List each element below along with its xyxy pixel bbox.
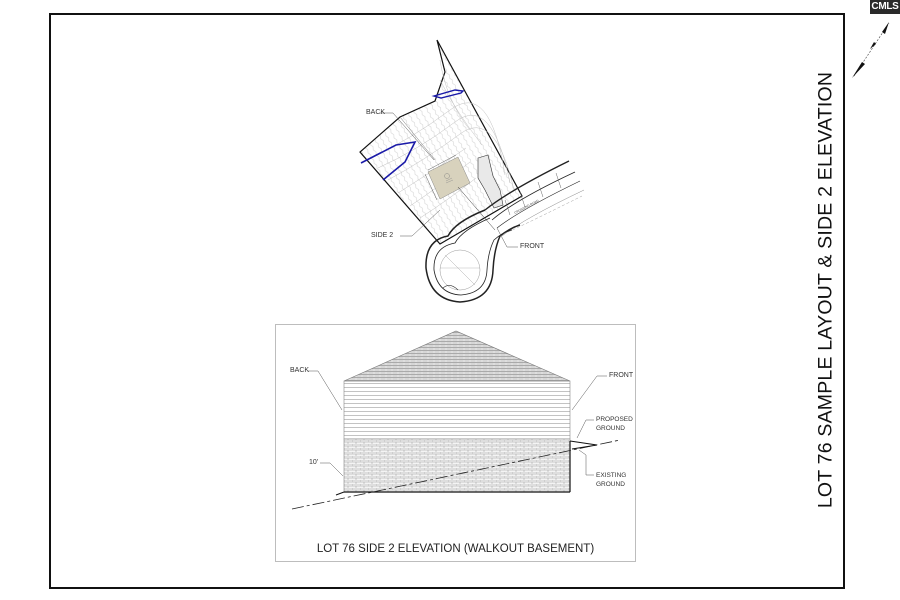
site-label-back: BACK (366, 109, 386, 116)
stream-buffer-line (431, 89, 465, 99)
side-elevation (291, 330, 621, 510)
siding-wall (343, 380, 571, 440)
existing-ground-text-2: GROUND (596, 481, 625, 488)
north-arrow-icon (852, 22, 890, 78)
driveway (477, 154, 504, 209)
cmls-logo: CMLS (870, 0, 900, 14)
svg-text:CROSSING ROAD: CROSSING ROAD (514, 198, 540, 215)
elev-label-existing-ground: EXISTING GROUND (596, 471, 626, 489)
elev-label-height: 10' (309, 459, 319, 466)
site-label-front: FRONT (520, 243, 545, 250)
lot-parcel (359, 39, 523, 245)
proposed-ground-line (569, 440, 598, 450)
existing-ground-line (291, 439, 621, 510)
proposed-ground-text-2: GROUND (596, 425, 625, 432)
elevation-frame (275, 324, 636, 562)
elev-label-back: BACK (290, 367, 310, 374)
elevation-caption: LOT 76 SIDE 2 ELEVATION (WALKOUT BASEMEN… (316, 543, 595, 555)
stream-buffer-line (360, 140, 417, 181)
elev-label-proposed-ground: PROPOSED GROUND (596, 415, 633, 433)
site-label-side2: SIDE 2 (371, 232, 394, 239)
cul-de-sac (425, 209, 521, 303)
elev-label-front: FRONT (609, 372, 634, 379)
proposed-ground-text-1: PROPOSED (596, 416, 633, 423)
site-plan: CROSSING ROAD (359, 39, 585, 303)
basement-wall (343, 438, 571, 493)
existing-ground-text-1: EXISTING (596, 472, 627, 479)
sheet-border (49, 13, 845, 589)
road (484, 160, 585, 237)
